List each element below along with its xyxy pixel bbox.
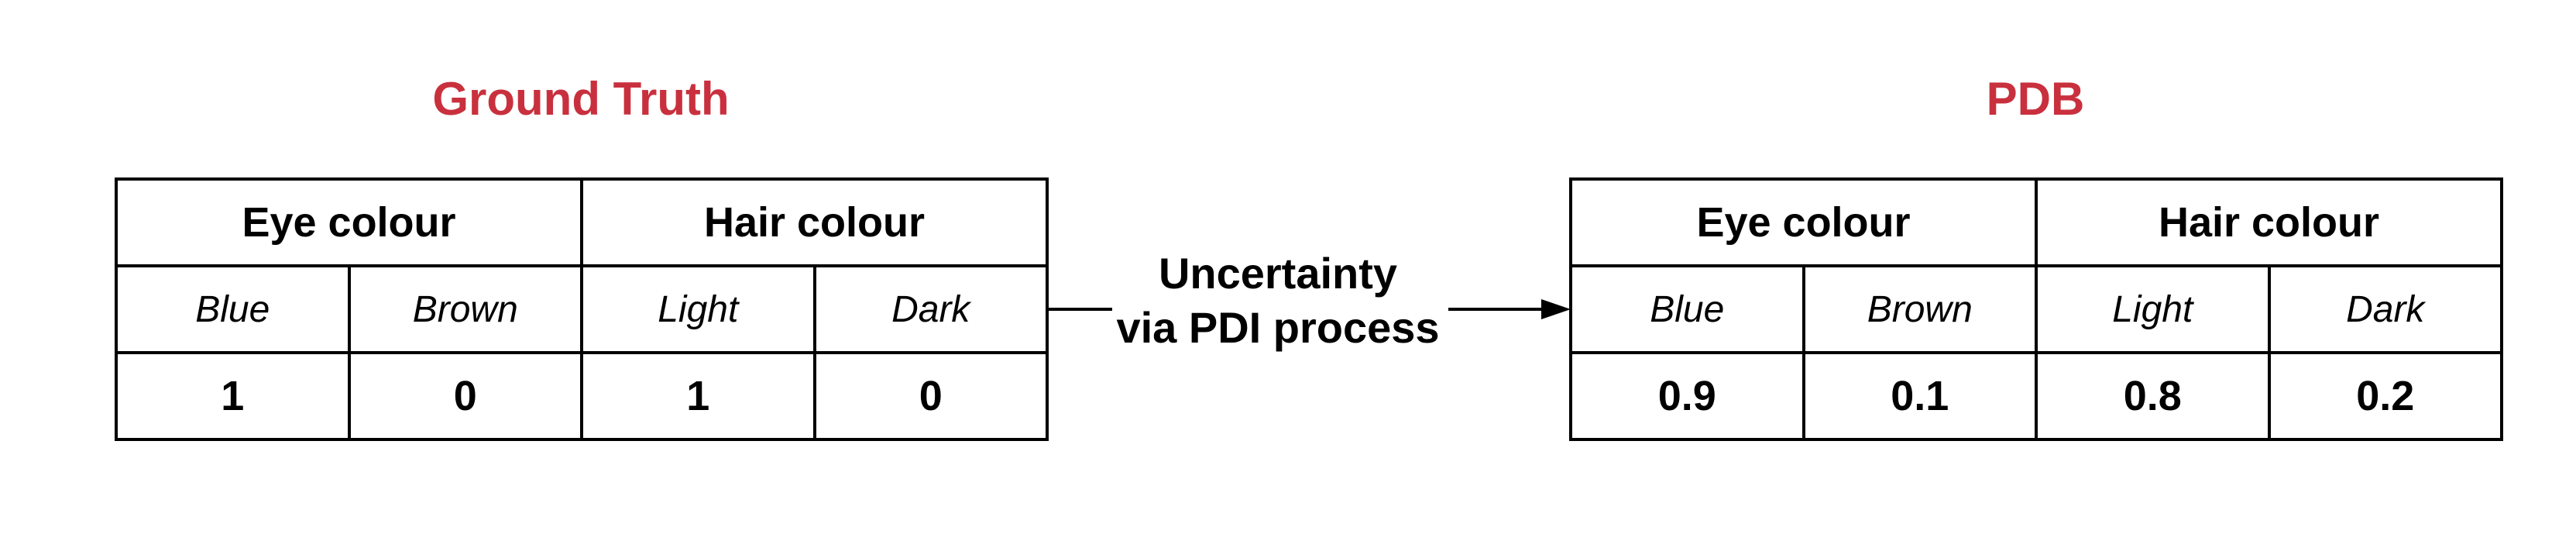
pdb-col-blue: Blue [1569,264,1805,354]
ground-truth-eye-colour-header: Eye colour [115,177,583,267]
pdb-eye-colour-header: Eye colour [1569,177,2038,267]
ground-truth-col-dark: Dark [812,264,1049,354]
ground-truth-col-brown: Brown [347,264,583,354]
ground-truth-value-row: 1 0 1 0 [115,351,1049,441]
pdb-value-brown: 0.1 [1801,351,2038,441]
ground-truth-value-brown: 0 [347,351,583,441]
pdb-col-light: Light [2035,264,2271,354]
pdb-hair-colour-header: Hair colour [2035,177,2503,267]
process-label-line2: via PDI process [1116,303,1440,352]
ground-truth-col-light: Light [580,264,816,354]
ground-truth-hair-colour-header: Hair colour [580,177,1049,267]
process-label-line1: Uncertainty [1158,249,1398,298]
ground-truth-title: Ground Truth [432,73,730,125]
pdb-column-row: Blue Brown Light Dark [1569,264,2503,354]
arrow-head-icon [1541,299,1571,319]
ground-truth-col-blue: Blue [115,264,351,354]
ground-truth-value-blue: 1 [115,351,351,441]
pdb-table: Eye colour Hair colour Blue Brown Light … [1569,177,2503,441]
ground-truth-group-row: Eye colour Hair colour [115,177,1049,267]
ground-truth-column-row: Blue Brown Light Dark [115,264,1049,354]
ground-truth-value-dark: 0 [812,351,1049,441]
pdb-value-blue: 0.9 [1569,351,1805,441]
ground-truth-value-light: 1 [580,351,816,441]
pdb-value-dark: 0.2 [2267,351,2503,441]
ground-truth-table: Eye colour Hair colour Blue Brown Light … [115,177,1049,441]
pdb-value-row: 0.9 0.1 0.8 0.2 [1569,351,2503,441]
pdb-group-row: Eye colour Hair colour [1569,177,2503,267]
pdb-value-light: 0.8 [2035,351,2271,441]
pdb-title: PDB [1986,73,2085,125]
process-label: Uncertainty via PDI process [1084,246,1472,355]
pdb-col-brown: Brown [1801,264,2038,354]
pdb-col-dark: Dark [2267,264,2503,354]
